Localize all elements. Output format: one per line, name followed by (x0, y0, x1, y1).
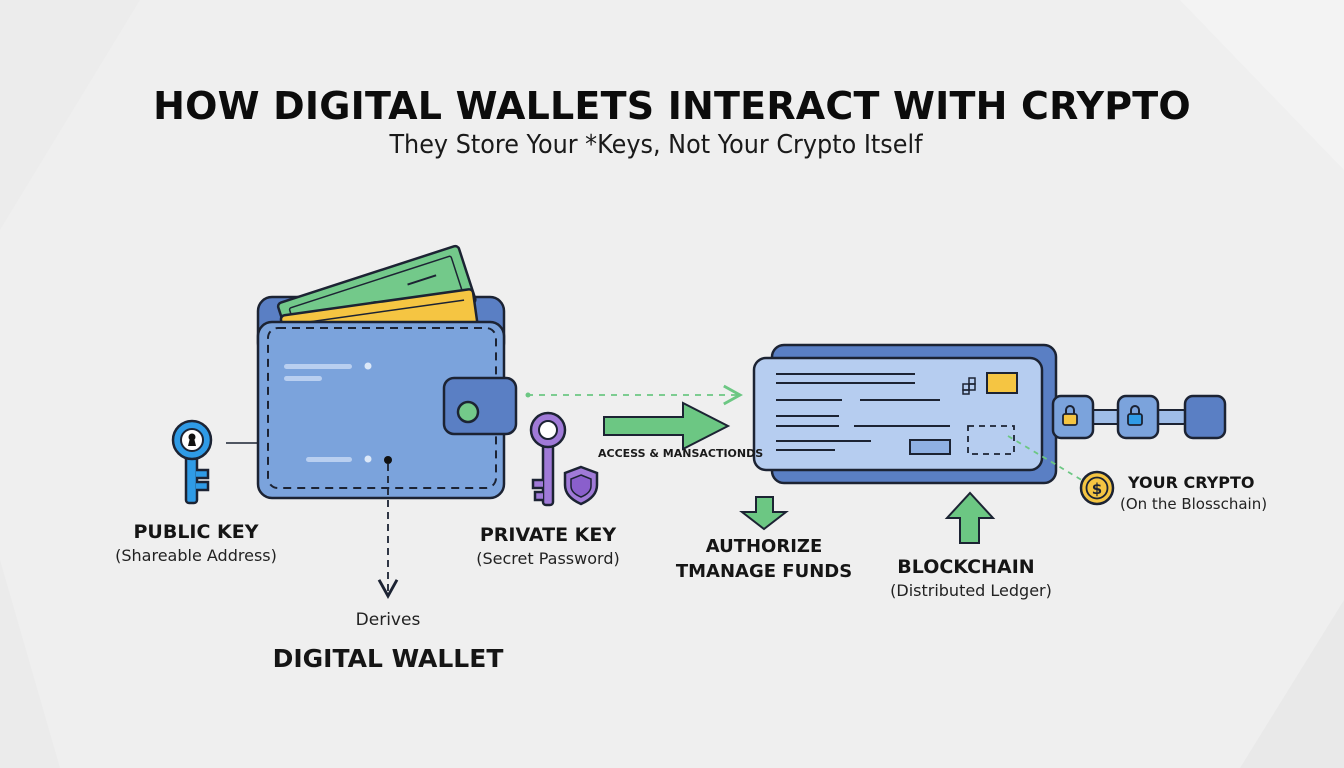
shield-icon (563, 465, 599, 506)
blockchain-subtitle: (Distributed Ledger) (890, 581, 1052, 600)
chain-blocks-icon (1051, 394, 1227, 440)
crypto-link-dotted-line (1007, 435, 1086, 483)
dollar-coin-icon: $ (1079, 470, 1115, 506)
public-key-title: PUBLIC KEY (133, 521, 259, 543)
page-subtitle: They Store Your *Keys, Not Your Crypto I… (389, 130, 923, 160)
access-transactions-label: ACCESS & MANSACTIONDS (598, 447, 764, 460)
blockchain-title: BLOCKCHAIN (897, 556, 1035, 578)
authorize-down-arrow-icon (739, 496, 789, 531)
private-key-icon (529, 411, 567, 507)
public-key-subtitle: (Shareable Address) (115, 546, 277, 565)
wallet-icon (256, 244, 518, 500)
manage-funds-label: TMANAGE FUNDS (675, 561, 853, 582)
svg-text:$: $ (1092, 480, 1102, 498)
access-arrow-icon (603, 401, 731, 451)
your-crypto-title: YOUR CRYPTO (1128, 473, 1255, 492)
public-key-icon (171, 419, 213, 505)
derives-label: Derives (355, 610, 421, 630)
blockchain-ledger-icon (752, 343, 1058, 485)
private-key-title: PRIVATE KEY (479, 524, 617, 546)
your-crypto-subtitle: (On the Blosschain) (1120, 495, 1268, 513)
blockchain-up-arrow-icon (944, 491, 996, 544)
private-key-subtitle: (Secret Password) (476, 549, 620, 568)
page-title: HOW DIGITAL WALLETS INTERACT WITH CRYPTO (153, 84, 1191, 128)
authorize-label: AUTHORIZE (705, 536, 823, 557)
digital-wallet-title: DIGITAL WALLET (272, 644, 504, 673)
